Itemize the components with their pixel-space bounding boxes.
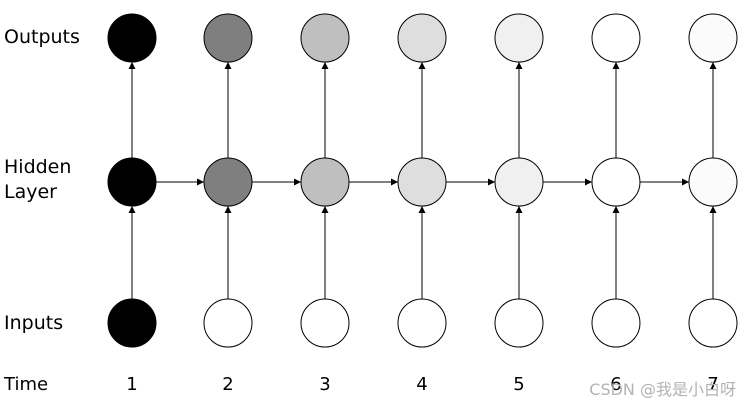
output-node-4	[397, 13, 447, 63]
input-node-1	[107, 298, 157, 348]
outputs-row-label: Outputs	[4, 26, 80, 48]
csdn-watermark: CSDN @我是小白呀	[589, 380, 736, 399]
input-node-7	[688, 298, 738, 348]
output-node-6	[591, 13, 641, 63]
hidden-node-3	[300, 157, 350, 207]
input-node-6	[591, 298, 641, 348]
hidden-row-label-line2: Layer	[4, 181, 57, 203]
hidden-node-7	[688, 157, 738, 207]
hidden-node-6	[591, 157, 641, 207]
time-step-label: 2	[222, 374, 233, 395]
time-step-label: 4	[416, 374, 427, 395]
time-step-label: 7	[707, 374, 718, 395]
inputs-row-label: Inputs	[4, 312, 63, 334]
hidden-row-label-line1: Hidden	[4, 156, 71, 178]
input-node-5	[494, 298, 544, 348]
time-step-label: 6	[610, 374, 621, 395]
time-step-label: 1	[126, 374, 137, 395]
hidden-node-5	[494, 157, 544, 207]
time-step-label: 5	[513, 374, 524, 395]
hidden-node-1	[107, 157, 157, 207]
input-node-3	[300, 298, 350, 348]
output-node-7	[688, 13, 738, 63]
input-node-4	[397, 298, 447, 348]
output-node-3	[300, 13, 350, 63]
time-axis-label: Time	[3, 374, 48, 395]
time-ticks-layer: 1 2 3 4 5 6 7	[126, 374, 718, 395]
hidden-node-4	[397, 157, 447, 207]
time-step-label: 3	[319, 374, 330, 395]
output-node-2	[203, 13, 253, 63]
hidden-node-2	[203, 157, 253, 207]
nodes-layer	[107, 13, 738, 348]
output-node-5	[494, 13, 544, 63]
input-node-2	[203, 298, 253, 348]
output-node-1	[107, 13, 157, 63]
edges-layer	[128, 62, 717, 299]
